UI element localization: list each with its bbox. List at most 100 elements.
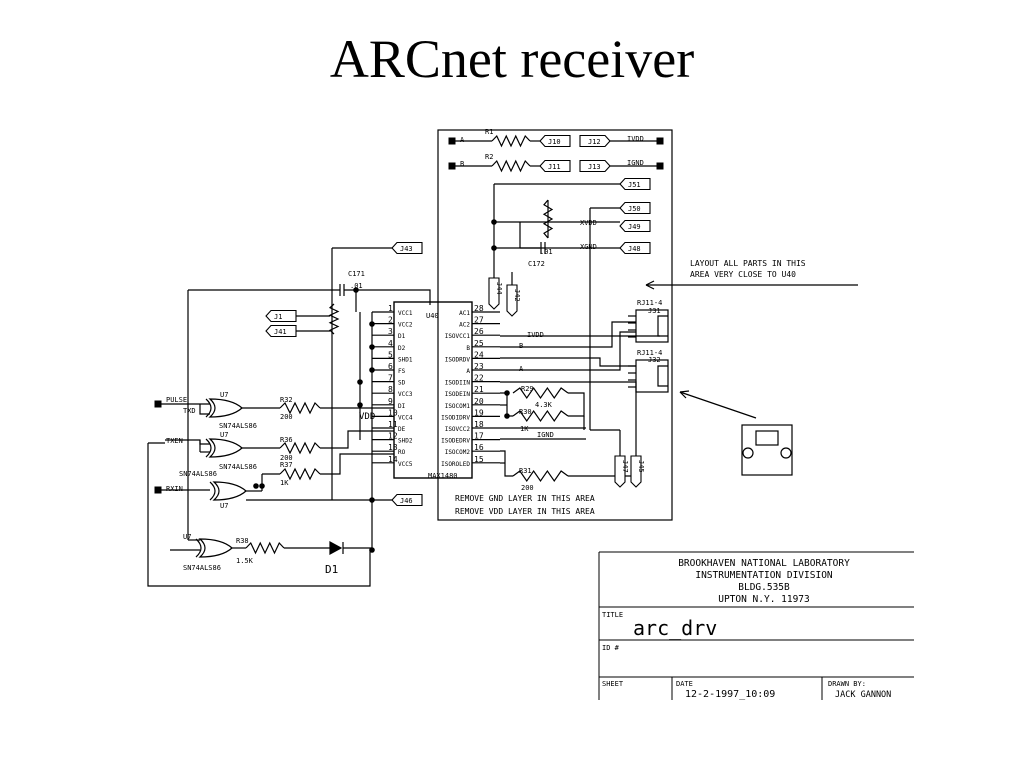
pin-number-right: 25 <box>474 339 484 348</box>
connector-j10: J10 <box>539 134 571 148</box>
resistor <box>542 199 554 239</box>
connector-j10-outline <box>539 134 571 148</box>
ivdd-mid-label: IVDD <box>527 331 544 339</box>
ignd-mid-label: IGND <box>537 431 554 439</box>
junction-dot <box>369 547 375 553</box>
pin-number-left: 12 <box>388 432 398 441</box>
pin-number-left: 1 <box>388 304 393 313</box>
layout-note-line1: LAYOUT ALL PARTS IN THIS <box>690 259 806 268</box>
net-b-mid: B <box>519 342 523 350</box>
u7d-label: U7 <box>183 533 191 541</box>
gate-xor-arc <box>209 481 216 501</box>
gate-xor-arc <box>205 438 212 458</box>
wire <box>645 284 655 290</box>
wire <box>679 391 757 419</box>
pin-number-right: 19 <box>474 408 484 417</box>
pin-label-left: VCC1 <box>398 310 413 317</box>
pin-number-right: 20 <box>474 397 484 406</box>
pin-label-left: SD <box>398 380 406 387</box>
junction-dot <box>491 245 497 251</box>
xor-gate <box>209 481 247 501</box>
r29-value: 4.3K <box>535 401 553 409</box>
terminal-square <box>448 162 456 170</box>
connector-j11: J11 <box>539 159 571 173</box>
connector-j51-outline <box>619 177 651 191</box>
junction-dot <box>369 321 375 327</box>
rxin-label: RXIN <box>166 485 183 493</box>
connector-j13: J13 <box>579 159 611 173</box>
connector-j51-label: J51 <box>628 181 641 189</box>
resistor <box>279 467 321 481</box>
pin-label-left: DE <box>398 426 406 433</box>
u7d-part: SN74ALS86 <box>183 564 221 572</box>
connector-j1-label: J1 <box>274 313 282 321</box>
connector-j1: J1 <box>265 309 297 323</box>
drawn-label: DRAWN BY: <box>828 680 866 688</box>
pin-label-right: A <box>466 368 470 375</box>
connector-j13-outline <box>579 159 611 173</box>
pin-label-right: ISODIDRV <box>441 414 470 421</box>
net-a-top: A <box>460 136 465 144</box>
connector-j43-label: J43 <box>400 245 413 253</box>
pin-label-right: ISOCOM1 <box>445 403 471 410</box>
wire <box>500 357 636 367</box>
junction-dot <box>504 413 510 419</box>
connector-j41-label: J41 <box>274 328 287 336</box>
connector-j46-outline <box>391 493 423 507</box>
drawn-value: JACK GANNON <box>835 690 891 700</box>
connector-j42-outline <box>506 284 518 317</box>
connector-j43-outline <box>391 241 423 255</box>
r36-label: R36 <box>280 436 293 444</box>
r29-label: R29 <box>521 385 534 393</box>
pin-number-left: 4 <box>388 339 393 348</box>
connector-j48-label: J48 <box>628 245 641 253</box>
sheet-label: SHEET <box>602 680 624 688</box>
pin-label-left: D2 <box>398 345 406 352</box>
pin-label-right: AC2 <box>459 322 470 329</box>
connector-j50: J50 <box>619 201 651 215</box>
title-label: TITLE <box>602 611 623 619</box>
pin-number-left: 10 <box>388 408 398 417</box>
pin-number-right: 21 <box>474 385 484 394</box>
title-block <box>598 551 914 700</box>
gate-body <box>212 481 247 501</box>
org-line-1: BROOKHAVEN NATIONAL LABORATORY <box>678 558 850 569</box>
connector-j11-label: J11 <box>548 163 561 171</box>
connector-j49: J49 <box>619 219 651 233</box>
wire <box>500 331 636 371</box>
pin-label-left: RO <box>398 449 406 456</box>
connector-j45-label: J45 <box>637 460 645 473</box>
connector-j47-label: J47 <box>621 460 629 473</box>
pin-label-left: VCC2 <box>398 322 413 329</box>
resistor <box>491 134 531 148</box>
pin-label-left: SHD1 <box>398 356 413 363</box>
pin-number-left: 7 <box>388 374 393 383</box>
wire <box>320 453 394 475</box>
resistor <box>279 441 321 455</box>
connector-j50-outline <box>619 201 651 215</box>
rj11-b-label: RJ11-4 <box>637 349 662 357</box>
connector-j46: J46 <box>391 493 423 507</box>
diode-d1 <box>329 540 343 556</box>
pin-number-left: 3 <box>388 327 393 336</box>
connector-j49-outline <box>619 219 651 233</box>
pin-number-left: 13 <box>388 443 398 452</box>
wire <box>500 321 636 348</box>
rj11-socket-j31-notch <box>657 315 668 337</box>
pin-number-right: 16 <box>474 443 484 452</box>
xor-gate <box>205 398 243 418</box>
r38-value: 1.5K <box>236 557 254 565</box>
rj11-footprint-body <box>741 424 793 476</box>
date-label: DATE <box>676 680 693 688</box>
r1-label: R1 <box>485 128 493 136</box>
connector-j12-label: J12 <box>588 138 601 146</box>
pin-label-right: ISODEIN <box>445 391 471 398</box>
wire <box>645 280 655 286</box>
junction-dot <box>369 367 375 373</box>
connector-j44-label: J44 <box>495 282 503 295</box>
gate-body <box>208 398 243 418</box>
pin-number-left: 9 <box>388 397 393 406</box>
resistor <box>245 541 285 555</box>
pin-number-left: 11 <box>388 420 398 429</box>
